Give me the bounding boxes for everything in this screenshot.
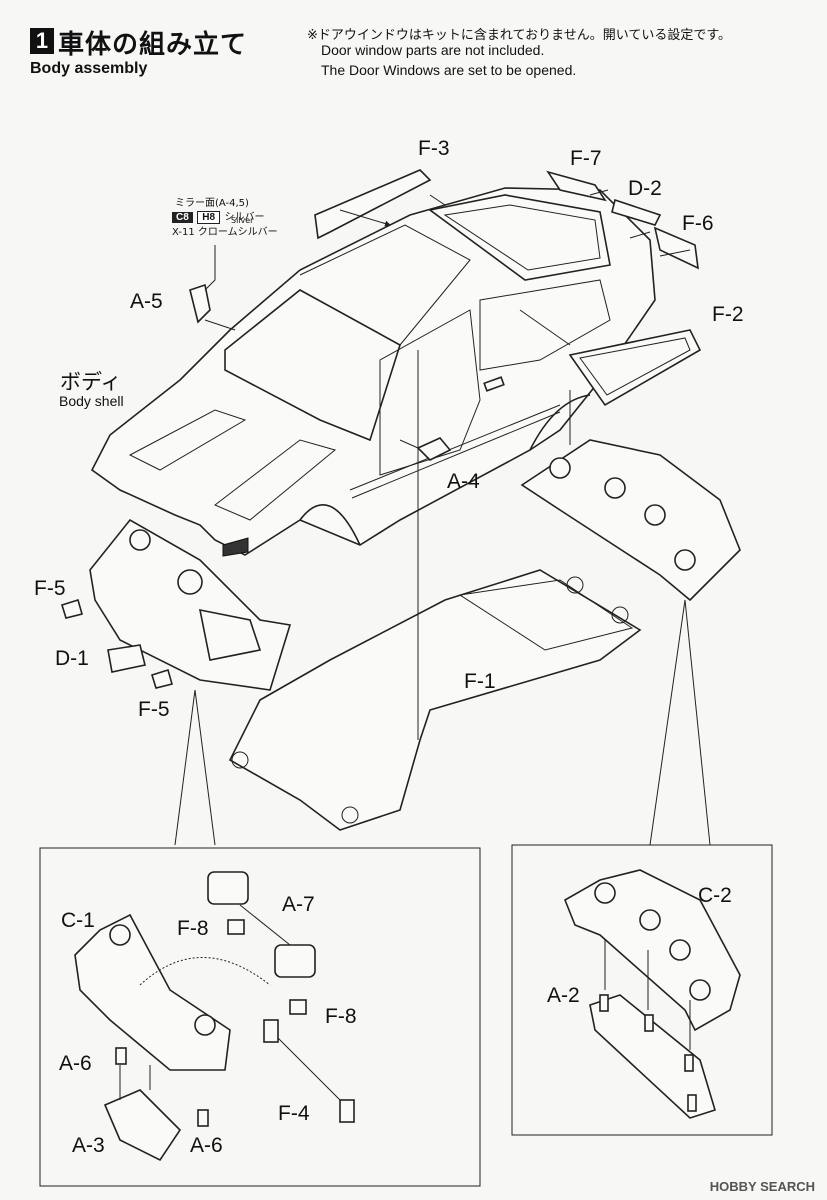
- label-a6-a: A-6: [59, 1052, 92, 1075]
- step-title-jp: 車体の組み立て: [58, 30, 248, 60]
- label-f2: F-2: [712, 303, 744, 326]
- paint-color-3-jp: クロームシルバー: [197, 227, 278, 238]
- window-note-jp: ※ドアウインドウはキットに含まれておりません。開いている設定です。: [307, 28, 732, 43]
- part-f3-shape: [314, 169, 432, 240]
- label-d1: D-1: [55, 647, 89, 670]
- paint-chrome-line: X-11 クロームシルバー: [172, 223, 278, 238]
- label-c1: C-1: [61, 909, 95, 932]
- window-note-en-1: Door window parts are not included.: [321, 42, 545, 58]
- label-c2: C-2: [698, 884, 732, 907]
- label-f5-top: F-5: [34, 577, 66, 600]
- hobby-search-logo: HOBBY SEARCH: [710, 1179, 815, 1194]
- label-a4: A-4: [447, 470, 480, 493]
- label-a3: A-3: [72, 1134, 105, 1157]
- label-f6: F-6: [682, 212, 714, 235]
- paint-code-x11: X-11: [172, 227, 195, 238]
- right-detail-box: [511, 844, 773, 1136]
- body-shell-label-en: Body shell: [59, 393, 124, 409]
- label-f7: F-7: [570, 147, 602, 170]
- mirror-paint-codes: C8 H8 シルバー: [172, 208, 265, 224]
- paint-color-1-en: Silver: [231, 216, 254, 225]
- label-a6-b: A-6: [190, 1134, 223, 1157]
- label-a7: A-7: [282, 893, 315, 916]
- paint-color-1-jp: シルバー: [224, 212, 265, 223]
- label-f5-bottom: F-5: [138, 698, 170, 721]
- body-shell-label-jp: ボディ: [60, 370, 122, 394]
- label-f8-b: F-8: [325, 1005, 357, 1028]
- label-d2: D-2: [628, 177, 662, 200]
- watermark-text: HOBBY SEARCH: [709, 1179, 815, 1194]
- label-f4: F-4: [278, 1102, 310, 1125]
- mirror-paint-title: ミラー面(A-4,5): [175, 198, 249, 209]
- label-a5: A-5: [130, 290, 163, 313]
- step-number-badge: 1: [30, 28, 54, 54]
- label-f1: F-1: [464, 670, 496, 693]
- step-title-en: Body assembly: [30, 60, 148, 77]
- paint-code-c8: C8: [172, 212, 193, 223]
- label-f3: F-3: [418, 137, 450, 160]
- label-f8-a: F-8: [177, 917, 209, 940]
- window-note-en-2: The Door Windows are set to be opened.: [321, 62, 577, 78]
- left-detail-box: [39, 847, 481, 1187]
- body-shell-drawing: [90, 187, 656, 557]
- label-a2: A-2: [547, 984, 580, 1007]
